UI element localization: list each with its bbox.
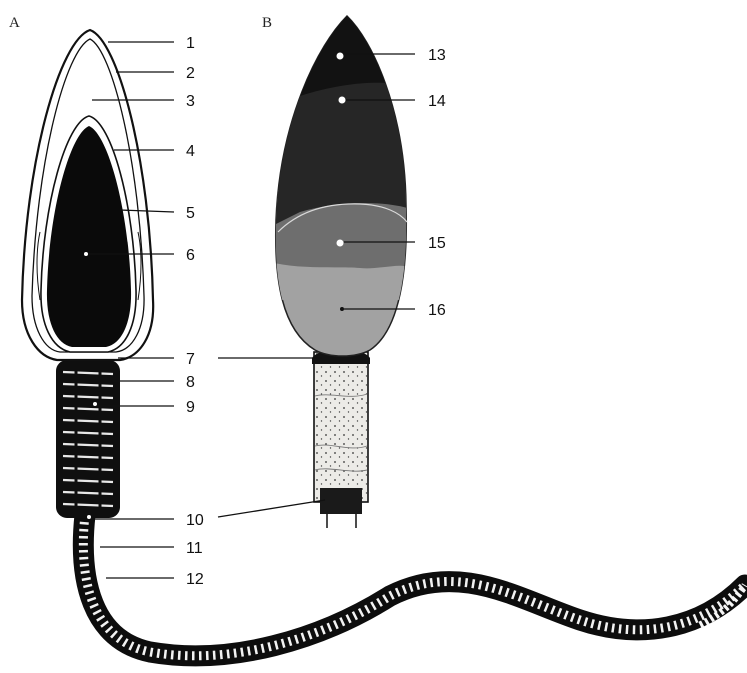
label-7: 7	[186, 351, 195, 368]
tail-a	[83, 515, 745, 656]
label-9: 9	[186, 399, 195, 416]
dot-9	[93, 402, 97, 406]
label-8: 8	[186, 374, 195, 391]
dot-6	[84, 252, 88, 256]
annulus-b	[320, 488, 362, 514]
label-15: 15	[428, 235, 446, 252]
panel-letter-a: A	[9, 15, 20, 31]
label-14: 14	[428, 93, 446, 110]
label-2: 2	[186, 65, 195, 82]
label-11: 11	[186, 540, 203, 557]
region-15-16-border	[270, 262, 412, 300]
label-1: 1	[186, 35, 195, 52]
label-3: 3	[186, 93, 195, 110]
dot-15	[337, 240, 344, 247]
label-6: 6	[186, 247, 195, 264]
dot-14	[339, 97, 346, 104]
label-10: 10	[186, 512, 204, 529]
label-5: 5	[186, 205, 195, 222]
dot-13	[337, 53, 344, 60]
label-12: 12	[186, 571, 204, 588]
panel-letter-b: B	[262, 15, 272, 31]
label-13: 13	[428, 47, 446, 64]
dot-16	[340, 307, 344, 311]
dot-10	[87, 515, 91, 519]
midpiece-b-stipple	[315, 353, 367, 501]
sperm-b	[260, 10, 430, 528]
label-16: 16	[428, 302, 446, 319]
label-4: 4	[186, 143, 195, 160]
